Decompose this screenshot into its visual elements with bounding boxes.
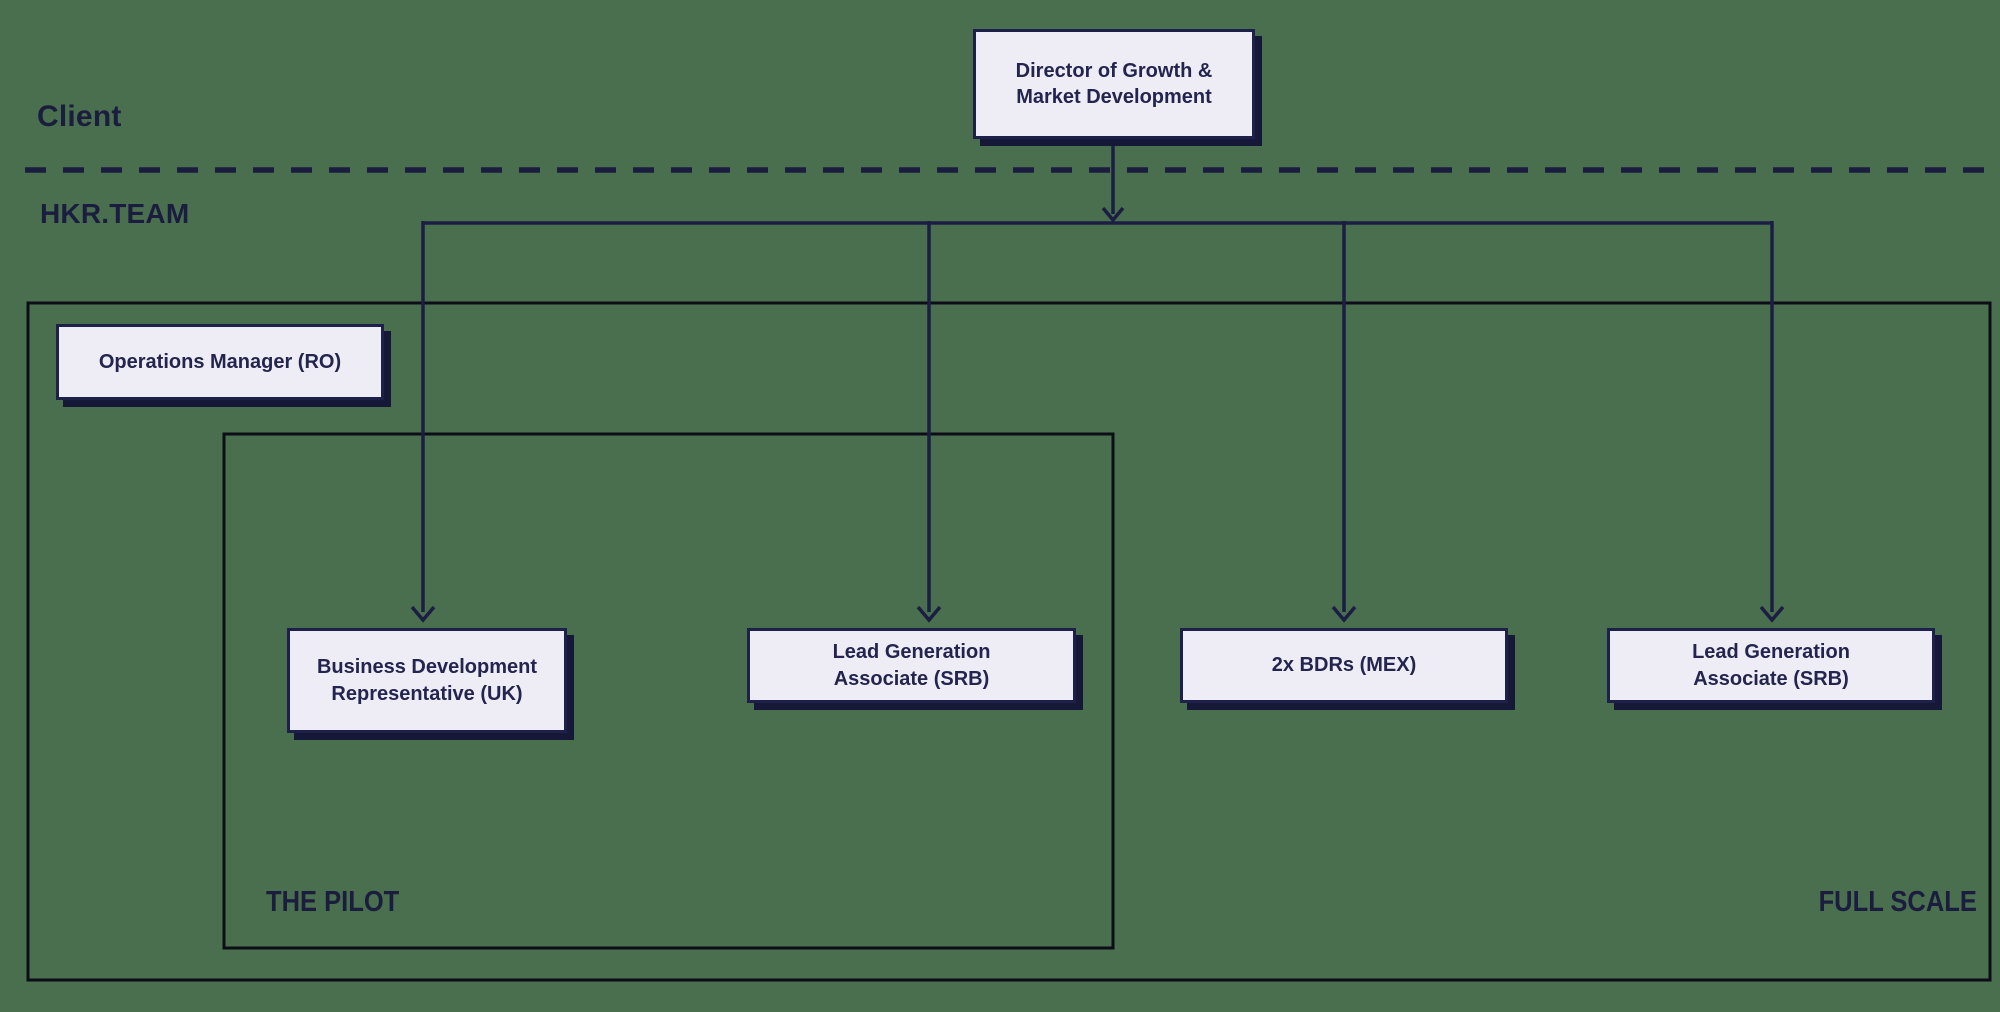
node-lead-gen-associate-full-line1: Lead Generation [1692,641,1850,664]
full-scale-container-box [26,301,1992,982]
node-operations-manager: Operations Manager (RO) [56,324,384,400]
node-director-line1: Director of Growth & [1015,59,1213,82]
node-lead-gen-associate-pilot: Lead Generation Associate (SRB) [747,628,1076,703]
node-director-line2: Market Development [1016,86,1212,108]
node-operations-manager-label: Operations Manager (RO) [98,350,342,373]
arrowhead-bdr-uk-icon [410,605,436,623]
arrowhead-lead-gen-pilot-icon [916,605,942,623]
node-lead-gen-associate-pilot-line2: Associate (SRB) [833,667,990,690]
client-zone-label: Client [37,100,122,133]
pilot-group-label: THE PILOT [266,886,400,918]
node-bdrs-mex-label: 2x BDRs (MEX) [1271,654,1417,677]
node-bdrs-mex: 2x BDRs (MEX) [1180,628,1508,703]
full-scale-group-label: FULL SCALE [1818,886,1977,918]
node-bdr-uk-line2: Representative (UK) [331,682,523,705]
node-bdr-uk-line1: Business Development [316,656,538,679]
arrowhead-lead-gen-full-icon [1759,605,1785,623]
node-lead-gen-associate-full: Lead Generation Associate (SRB) [1607,628,1935,703]
node-director: Director of Growth & Market Development [973,29,1255,139]
pilot-container-box [222,432,1115,950]
node-lead-gen-associate-pilot-line1: Lead Generation [832,641,991,664]
director-arrowhead-icon [1101,206,1125,223]
hkr-team-zone-label: HKR.TEAM [40,198,190,229]
node-bdr-uk: Business Development Representative (UK) [287,628,567,733]
arrowhead-bdrs-mex-icon [1331,605,1357,623]
node-lead-gen-associate-full-line2: Associate (SRB) [1693,667,1849,690]
